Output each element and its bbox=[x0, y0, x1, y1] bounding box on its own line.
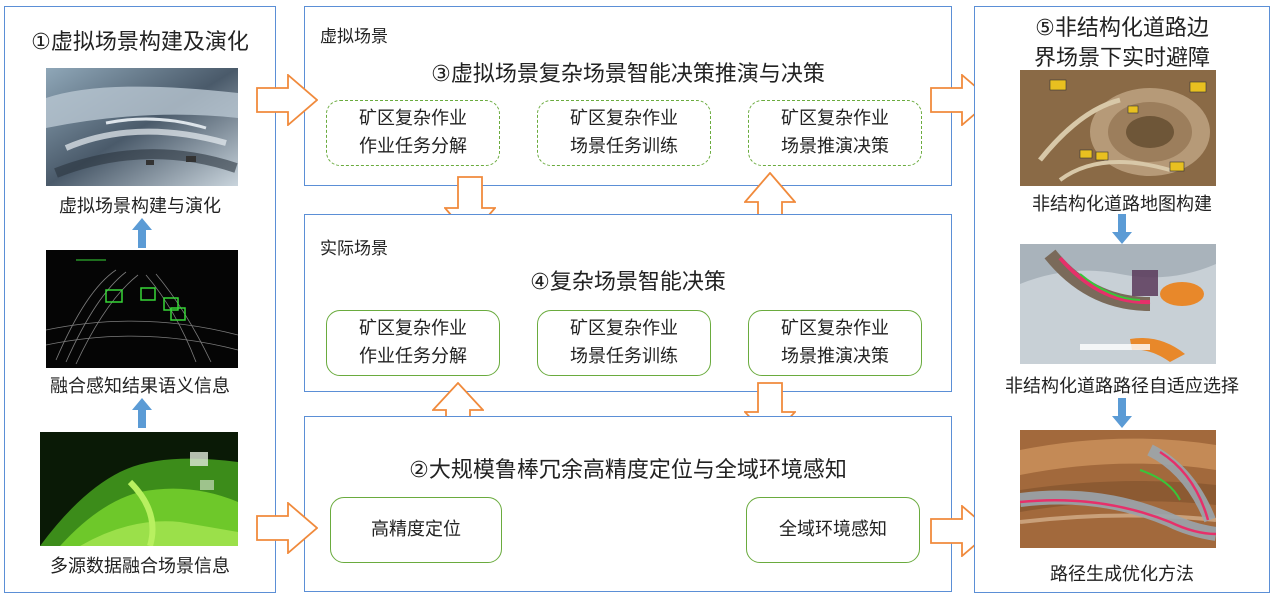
left-panel-title: ①虚拟场景构建及演化 bbox=[31, 30, 249, 55]
virtual-scene-label: 虚拟场景 bbox=[320, 27, 388, 47]
box-line: 高精度定位 bbox=[371, 519, 461, 540]
virtual-box-task-decomposition: 矿区复杂作业 作业任务分解 bbox=[326, 100, 500, 166]
actual-scene-label: 实际场景 bbox=[320, 239, 388, 259]
box-line: 矿区复杂作业 bbox=[359, 318, 467, 339]
virtual-scene-image bbox=[46, 68, 238, 186]
box-line: 场景任务训练 bbox=[570, 346, 678, 367]
box-line: 矿区复杂作业 bbox=[781, 108, 889, 129]
box-line: 全域环境感知 bbox=[779, 519, 887, 540]
perception-image bbox=[46, 250, 238, 368]
box-line: 矿区复杂作业 bbox=[570, 108, 678, 129]
box-line: 场景推演决策 bbox=[781, 136, 889, 157]
blue-down-arrow-1 bbox=[1112, 214, 1132, 244]
box-line: 场景任务训练 bbox=[570, 136, 678, 157]
actual-box-scene-training: 矿区复杂作业 场景任务训练 bbox=[537, 310, 711, 376]
road-map-image bbox=[1020, 70, 1216, 186]
orange-right-arrow-left-to-positioning bbox=[256, 502, 318, 554]
orange-right-arrow-left-to-virtual bbox=[256, 74, 318, 126]
actual-scene-title: ④复杂场景智能决策 bbox=[530, 270, 726, 295]
actual-box-scene-decision: 矿区复杂作业 场景推演决策 bbox=[748, 310, 922, 376]
right-caption-1: 非结构化道路地图构建 bbox=[1032, 194, 1212, 215]
box-line: 矿区复杂作业 bbox=[359, 108, 467, 129]
right-caption-2: 非结构化道路路径自适应选择 bbox=[1005, 376, 1239, 397]
positioning-title: ②大规模鲁棒冗余高精度定位与全域环境感知 bbox=[409, 458, 847, 483]
blue-up-arrow-2 bbox=[132, 398, 152, 428]
virtual-box-scene-decision: 矿区复杂作业 场景推演决策 bbox=[748, 100, 922, 166]
box-line: 作业任务分解 bbox=[359, 346, 467, 367]
virtual-scene-title: ③虚拟场景复杂场景智能决策推演与决策 bbox=[431, 62, 825, 87]
box-line: 矿区复杂作业 bbox=[781, 318, 889, 339]
blue-down-arrow-2 bbox=[1112, 398, 1132, 428]
right-panel-title-line2: 界场景下实时避障 bbox=[1033, 46, 1210, 71]
multisource-pointcloud-image bbox=[40, 432, 238, 546]
box-line: 作业任务分解 bbox=[359, 136, 467, 157]
actual-box-task-decomposition: 矿区复杂作业 作业任务分解 bbox=[326, 310, 500, 376]
box-line: 场景推演决策 bbox=[781, 346, 889, 367]
left-caption-2: 融合感知结果语义信息 bbox=[50, 376, 230, 397]
right-caption-3: 路径生成优化方法 bbox=[1050, 564, 1194, 585]
blue-up-arrow-1 bbox=[132, 218, 152, 248]
box-global-perception: 全域环境感知 bbox=[746, 497, 920, 563]
left-caption-3: 多源数据融合场景信息 bbox=[50, 556, 230, 577]
box-line: 矿区复杂作业 bbox=[570, 318, 678, 339]
right-panel-title-line1: ⑤非结构化道路边 bbox=[1035, 16, 1209, 41]
virtual-box-scene-training: 矿区复杂作业 场景任务训练 bbox=[537, 100, 711, 166]
box-high-precision-positioning: 高精度定位 bbox=[330, 497, 502, 563]
path-selection-image bbox=[1020, 244, 1216, 364]
path-generation-image bbox=[1020, 430, 1216, 548]
left-caption-1: 虚拟场景构建与演化 bbox=[59, 196, 221, 217]
